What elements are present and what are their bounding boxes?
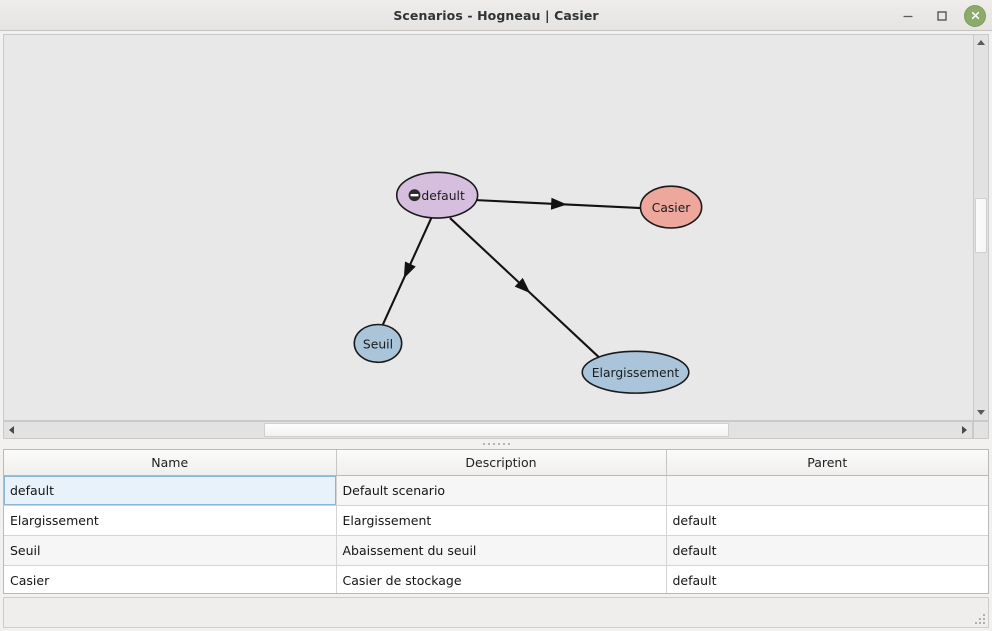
cell-description[interactable]: Default scenario	[336, 475, 667, 506]
splitter-grip-icon	[482, 443, 510, 445]
graph-node-Casier[interactable]: Casier	[639, 185, 703, 229]
cell-parent[interactable]: default	[666, 535, 988, 566]
cell-parent[interactable]	[666, 475, 988, 506]
graph-edges	[381, 197, 642, 359]
cell-name[interactable]: Seuil	[4, 535, 337, 566]
graph-node-Elargissement[interactable]: Elargissement	[581, 350, 690, 394]
cell-name[interactable]: Casier	[4, 565, 337, 593]
column-header-description[interactable]: Description	[336, 450, 667, 476]
column-header-name[interactable]: Name	[4, 450, 337, 476]
graph-horizontal-scrollbar-row	[0, 421, 992, 439]
graph-edge[interactable]	[476, 197, 642, 211]
graph-edge[interactable]	[449, 217, 600, 359]
window-controls	[896, 0, 986, 31]
graph-node-Seuil[interactable]: Seuil	[353, 323, 403, 364]
column-header-parent[interactable]: Parent	[666, 450, 988, 476]
minimize-icon[interactable]	[896, 4, 920, 28]
vertical-scroll-thumb[interactable]	[975, 198, 987, 253]
edge-arrowhead-icon	[514, 277, 531, 294]
graph-node-default[interactable]: default	[395, 171, 479, 219]
table-header-row: Name Description Parent	[4, 450, 988, 476]
graph-node-label: default	[421, 189, 465, 203]
cell-description[interactable]: Abaissement du seuil	[336, 535, 667, 566]
vertical-scroll-track[interactable]	[974, 50, 988, 405]
cell-name[interactable]: default	[4, 475, 337, 506]
scrollbar-corner	[973, 421, 989, 439]
cell-parent[interactable]: default	[666, 505, 988, 536]
titlebar: Scenarios - Hogneau | Casier	[0, 0, 992, 31]
edge-arrowhead-icon	[403, 261, 416, 279]
graph-edge[interactable]	[381, 217, 433, 325]
scroll-left-icon[interactable]	[4, 422, 19, 438]
graph-node-label: Casier	[652, 201, 692, 215]
resize-grip-icon[interactable]	[973, 612, 985, 624]
cell-parent[interactable]: default	[666, 565, 988, 593]
scroll-down-icon[interactable]	[974, 405, 988, 420]
graph-node-label: Elargissement	[592, 366, 680, 380]
graph-horizontal-scrollbar[interactable]	[3, 421, 973, 439]
graph-node-label: Seuil	[363, 337, 393, 351]
close-icon[interactable]	[964, 4, 986, 27]
minus-circle-icon[interactable]	[408, 189, 421, 202]
scroll-right-icon[interactable]	[957, 422, 972, 438]
cell-description[interactable]: Casier de stockage	[336, 565, 667, 593]
maximize-icon[interactable]	[930, 4, 954, 28]
pane-splitter[interactable]	[0, 439, 992, 449]
edge-arrowhead-icon	[550, 197, 567, 210]
cell-name[interactable]: Elargissement	[4, 505, 337, 536]
scroll-up-icon[interactable]	[974, 35, 988, 50]
graph-vertical-scrollbar[interactable]	[973, 34, 989, 421]
window-title: Scenarios - Hogneau | Casier	[393, 7, 599, 23]
cell-description[interactable]: Elargissement	[336, 505, 667, 536]
statusbar	[3, 597, 989, 628]
horizontal-scroll-track[interactable]	[19, 422, 957, 438]
horizontal-scroll-thumb[interactable]	[264, 423, 729, 437]
